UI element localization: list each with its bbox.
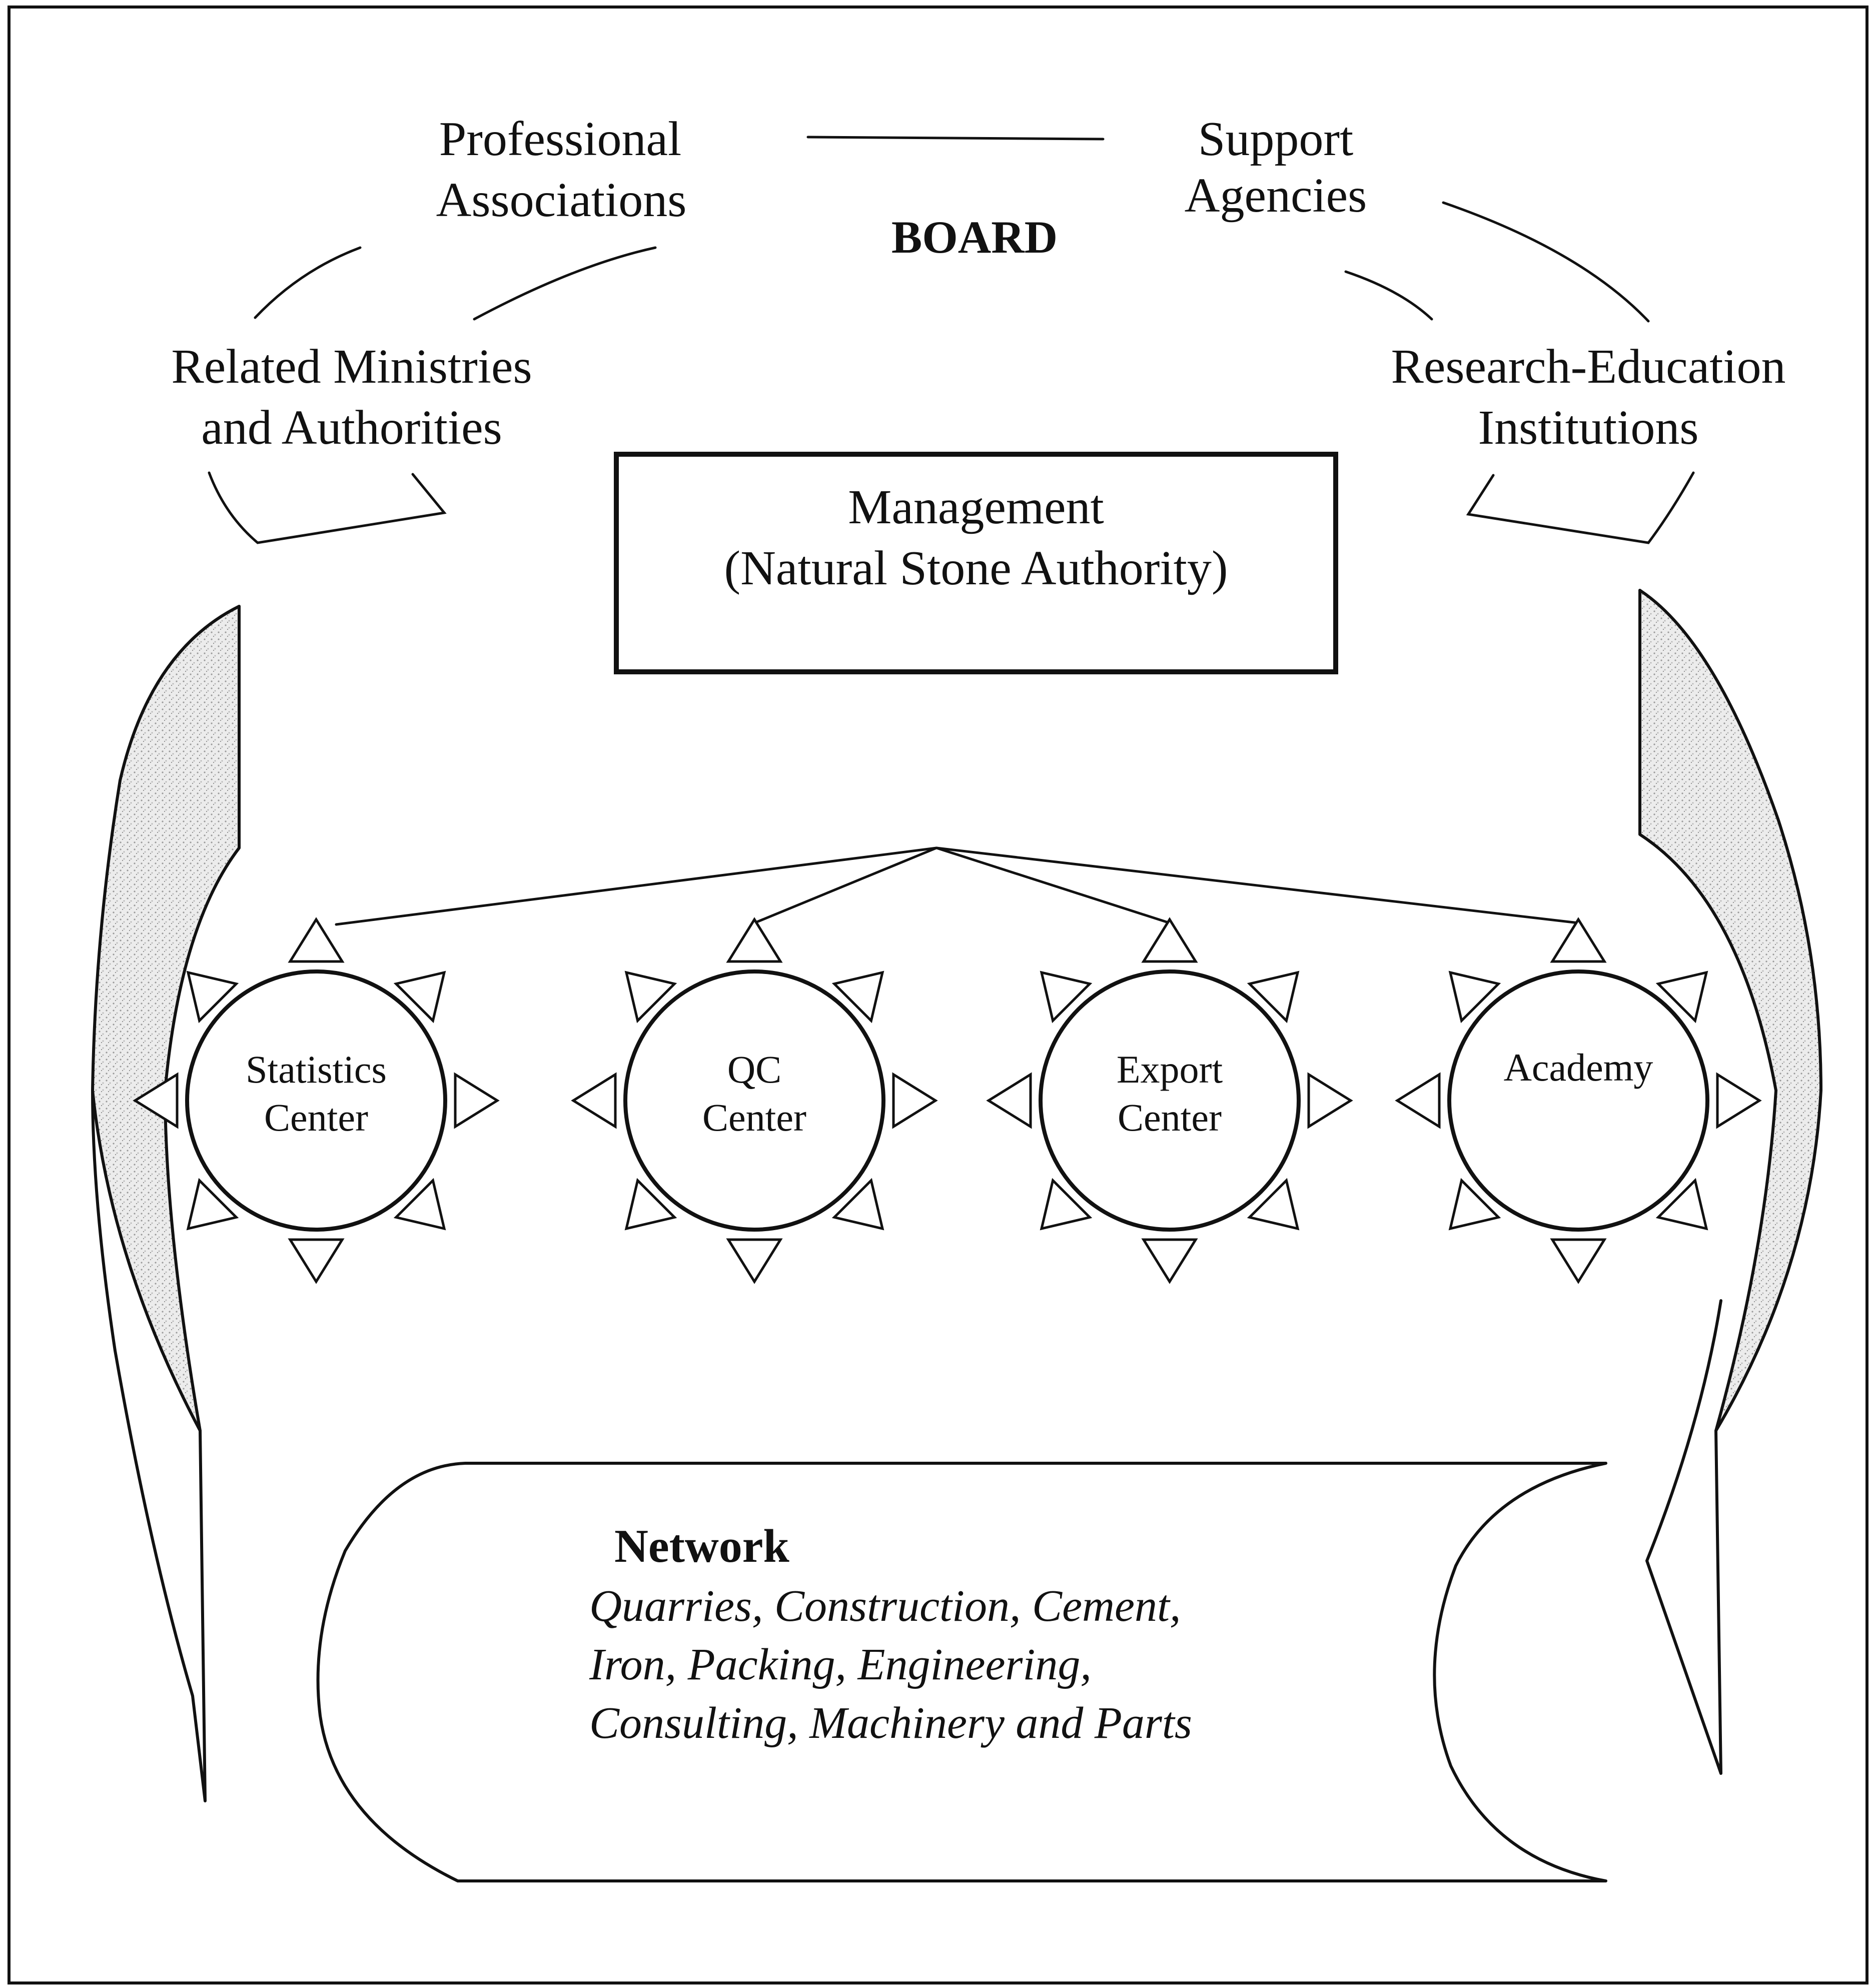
- center-academy: Academy: [1395, 917, 1762, 1284]
- center-triangle: [393, 970, 446, 1024]
- center-label: Statistics: [246, 1048, 387, 1091]
- center-triangle: [571, 1072, 617, 1129]
- center-circle: [623, 969, 885, 1232]
- center-triangle: [1448, 1178, 1501, 1231]
- centers-layer: StatisticsCenterQCCenterExportCenterAcad…: [133, 917, 1762, 1284]
- center-triangle: [133, 1072, 179, 1129]
- center-triangle: [186, 970, 239, 1024]
- management-title: Management: [848, 480, 1104, 534]
- center-triangle: [1247, 1178, 1300, 1231]
- center-triangle: [1141, 917, 1198, 963]
- center-triangle: [726, 917, 783, 963]
- center-triangle: [1448, 970, 1501, 1024]
- center-triangle: [1550, 1238, 1607, 1284]
- network-title: Network: [614, 1520, 790, 1572]
- research-education-line-1: Research-Education: [1391, 340, 1785, 394]
- right-swoosh-arrow: [1466, 471, 1695, 544]
- board-title: BOARD: [891, 212, 1058, 263]
- network-line-2: Iron, Packing, Engineering,: [589, 1640, 1092, 1689]
- ring-connector-upper-left: [254, 246, 362, 319]
- network-line-3: Consulting, Machinery and Parts: [589, 1698, 1192, 1748]
- center-triangle: [831, 970, 884, 1024]
- center-triangle: [1655, 1178, 1708, 1231]
- center-triangle: [1040, 970, 1093, 1024]
- network-line-1: Quarries, Construction, Cement,: [589, 1581, 1181, 1631]
- left-swoosh-arrow: [208, 471, 447, 544]
- management-subtitle: (Natural Stone Authority): [724, 541, 1228, 595]
- support-agencies-label: Support Agencies: [1185, 112, 1367, 223]
- center-triangle: [1716, 1072, 1762, 1129]
- professional-associations-label: Professional Associations: [436, 112, 687, 227]
- center-triangle: [288, 1238, 345, 1284]
- center-triangle: [1141, 1238, 1198, 1284]
- center-triangle: [186, 1178, 239, 1231]
- center-triangle: [1655, 970, 1708, 1024]
- center-circle: [1447, 969, 1709, 1232]
- center-triangle: [986, 1072, 1032, 1129]
- diagram-frame: [8, 6, 1868, 1984]
- related-ministries-line-1: Related Ministries: [171, 340, 532, 394]
- related-ministries-label: Related Ministries and Authorities: [171, 340, 532, 455]
- right-feedback-arrow: [1638, 589, 1822, 1775]
- center-circle: [185, 969, 447, 1232]
- center-triangle: [892, 1072, 938, 1129]
- center-triangle: [1307, 1072, 1353, 1129]
- center-label: QC: [727, 1048, 781, 1091]
- center-circle: [1039, 969, 1301, 1232]
- management-box: Management (Natural Stone Authority): [614, 452, 1338, 674]
- center-triangle: [726, 1238, 783, 1284]
- center-qc-center: QC Center: [571, 917, 938, 1284]
- ring-connector-upper-right: [1442, 201, 1650, 323]
- center-triangle: [624, 970, 677, 1024]
- center-triangle: [393, 1178, 446, 1231]
- board-ring: [254, 136, 1650, 323]
- center-triangle: [624, 1178, 677, 1231]
- network-banner: Network Quarries, Construction, Cement, …: [316, 1462, 1607, 1882]
- support-agencies-line-2: Agencies: [1185, 169, 1367, 223]
- center-connectors: [335, 846, 1580, 926]
- center-triangle: [831, 1178, 884, 1231]
- research-education-label: Research-Education Institutions: [1391, 340, 1785, 455]
- center-triangle: [1395, 1072, 1441, 1129]
- center-label: Center: [702, 1096, 806, 1139]
- center-label: Export: [1117, 1048, 1223, 1091]
- related-ministries-line-2: and Authorities: [201, 401, 502, 455]
- professional-associations-line-1: Professional: [439, 112, 682, 166]
- center-triangle: [454, 1072, 500, 1129]
- center-triangle: [1550, 917, 1607, 963]
- center-label: Center: [264, 1096, 368, 1139]
- research-education-line-2: Institutions: [1478, 401, 1698, 455]
- ring-connector-top: [806, 136, 1105, 141]
- center-label: Academy: [1504, 1046, 1653, 1089]
- center-triangle: [1247, 970, 1300, 1024]
- professional-associations-line-2: Associations: [436, 173, 687, 227]
- center-label: Center: [1118, 1096, 1222, 1139]
- support-agencies-line-1: Support: [1198, 112, 1353, 166]
- center-triangle: [288, 917, 345, 963]
- center-triangle: [1040, 1178, 1093, 1231]
- ring-connector-inner-left: [473, 246, 657, 321]
- ring-connector-inner-right: [1344, 270, 1433, 321]
